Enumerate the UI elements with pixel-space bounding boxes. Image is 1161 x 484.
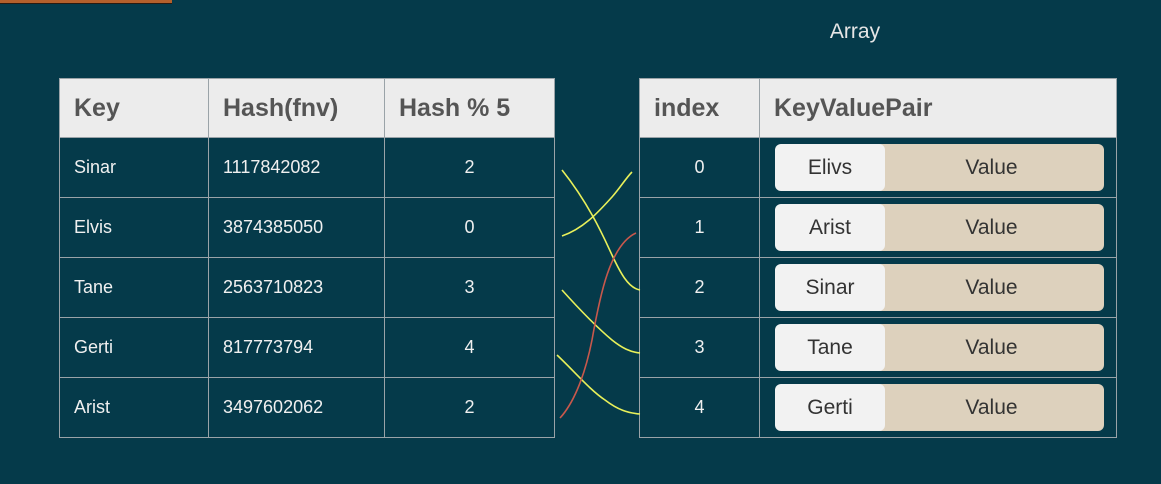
array-row: 0 Elivs Value	[639, 137, 1117, 198]
header-hash-mod: Hash % 5	[384, 78, 555, 138]
table-row: Gerti 817773794 4	[59, 317, 555, 378]
pair-cell: Elivs Value	[759, 137, 1117, 198]
mod-cell: 2	[384, 377, 555, 438]
header-index: index	[639, 78, 760, 138]
pair-cell: Arist Value	[759, 197, 1117, 258]
pair-value: Value	[879, 204, 1104, 251]
key-cell: Arist	[59, 377, 209, 438]
pair-key: Sinar	[775, 264, 885, 311]
key-value-pair: Sinar Value	[775, 264, 1104, 311]
array-row: 4 Gerti Value	[639, 377, 1117, 438]
hash-table: Key Hash(fnv) Hash % 5 Sinar 1117842082 …	[59, 78, 555, 438]
pair-value: Value	[879, 144, 1104, 191]
header-hash: Hash(fnv)	[208, 78, 385, 138]
mod-cell: 0	[384, 197, 555, 258]
array-row: 2 Sinar Value	[639, 257, 1117, 318]
pair-key: Arist	[775, 204, 885, 251]
index-cell: 4	[639, 377, 760, 438]
index-cell: 1	[639, 197, 760, 258]
corner-decoration	[0, 0, 172, 4]
pair-cell: Sinar Value	[759, 257, 1117, 318]
hash-cell: 3497602062	[208, 377, 385, 438]
mapping-line-arist	[559, 232, 637, 419]
header-keyvaluepair: KeyValuePair	[759, 78, 1117, 138]
hash-cell: 817773794	[208, 317, 385, 378]
mapping-line-elvis	[561, 171, 633, 237]
key-cell: Sinar	[59, 137, 209, 198]
mod-cell: 4	[384, 317, 555, 378]
index-cell: 2	[639, 257, 760, 318]
mapping-line-sinar	[561, 169, 641, 291]
key-value-pair: Gerti Value	[775, 384, 1104, 431]
pair-cell: Tane Value	[759, 317, 1117, 378]
key-cell: Elvis	[59, 197, 209, 258]
array-row: 1 Arist Value	[639, 197, 1117, 258]
pair-key: Tane	[775, 324, 885, 371]
hash-cell: 1117842082	[208, 137, 385, 198]
index-cell: 0	[639, 137, 760, 198]
pair-value: Value	[879, 324, 1104, 371]
array-table-header: index KeyValuePair	[639, 78, 1117, 138]
pair-key: Gerti	[775, 384, 885, 431]
mapping-line-gerti	[556, 354, 641, 415]
key-cell: Gerti	[59, 317, 209, 378]
pair-value: Value	[879, 384, 1104, 431]
mod-cell: 2	[384, 137, 555, 198]
key-value-pair: Arist Value	[775, 204, 1104, 251]
table-row: Elvis 3874385050 0	[59, 197, 555, 258]
key-value-pair: Tane Value	[775, 324, 1104, 371]
table-row: Tane 2563710823 3	[59, 257, 555, 318]
hash-cell: 3874385050	[208, 197, 385, 258]
table-row: Arist 3497602062 2	[59, 377, 555, 438]
header-key: Key	[59, 78, 209, 138]
mapping-line-tane	[561, 289, 641, 354]
pair-value: Value	[879, 264, 1104, 311]
hash-cell: 2563710823	[208, 257, 385, 318]
pair-key: Elivs	[775, 144, 885, 191]
mod-cell: 3	[384, 257, 555, 318]
array-table: index KeyValuePair 0 Elivs Value 1 Arist…	[639, 78, 1117, 438]
table-row: Sinar 1117842082 2	[59, 137, 555, 198]
pair-cell: Gerti Value	[759, 377, 1117, 438]
hash-table-header: Key Hash(fnv) Hash % 5	[59, 78, 555, 138]
array-title: Array	[829, 20, 881, 43]
array-row: 3 Tane Value	[639, 317, 1117, 378]
key-value-pair: Elivs Value	[775, 144, 1104, 191]
index-cell: 3	[639, 317, 760, 378]
key-cell: Tane	[59, 257, 209, 318]
